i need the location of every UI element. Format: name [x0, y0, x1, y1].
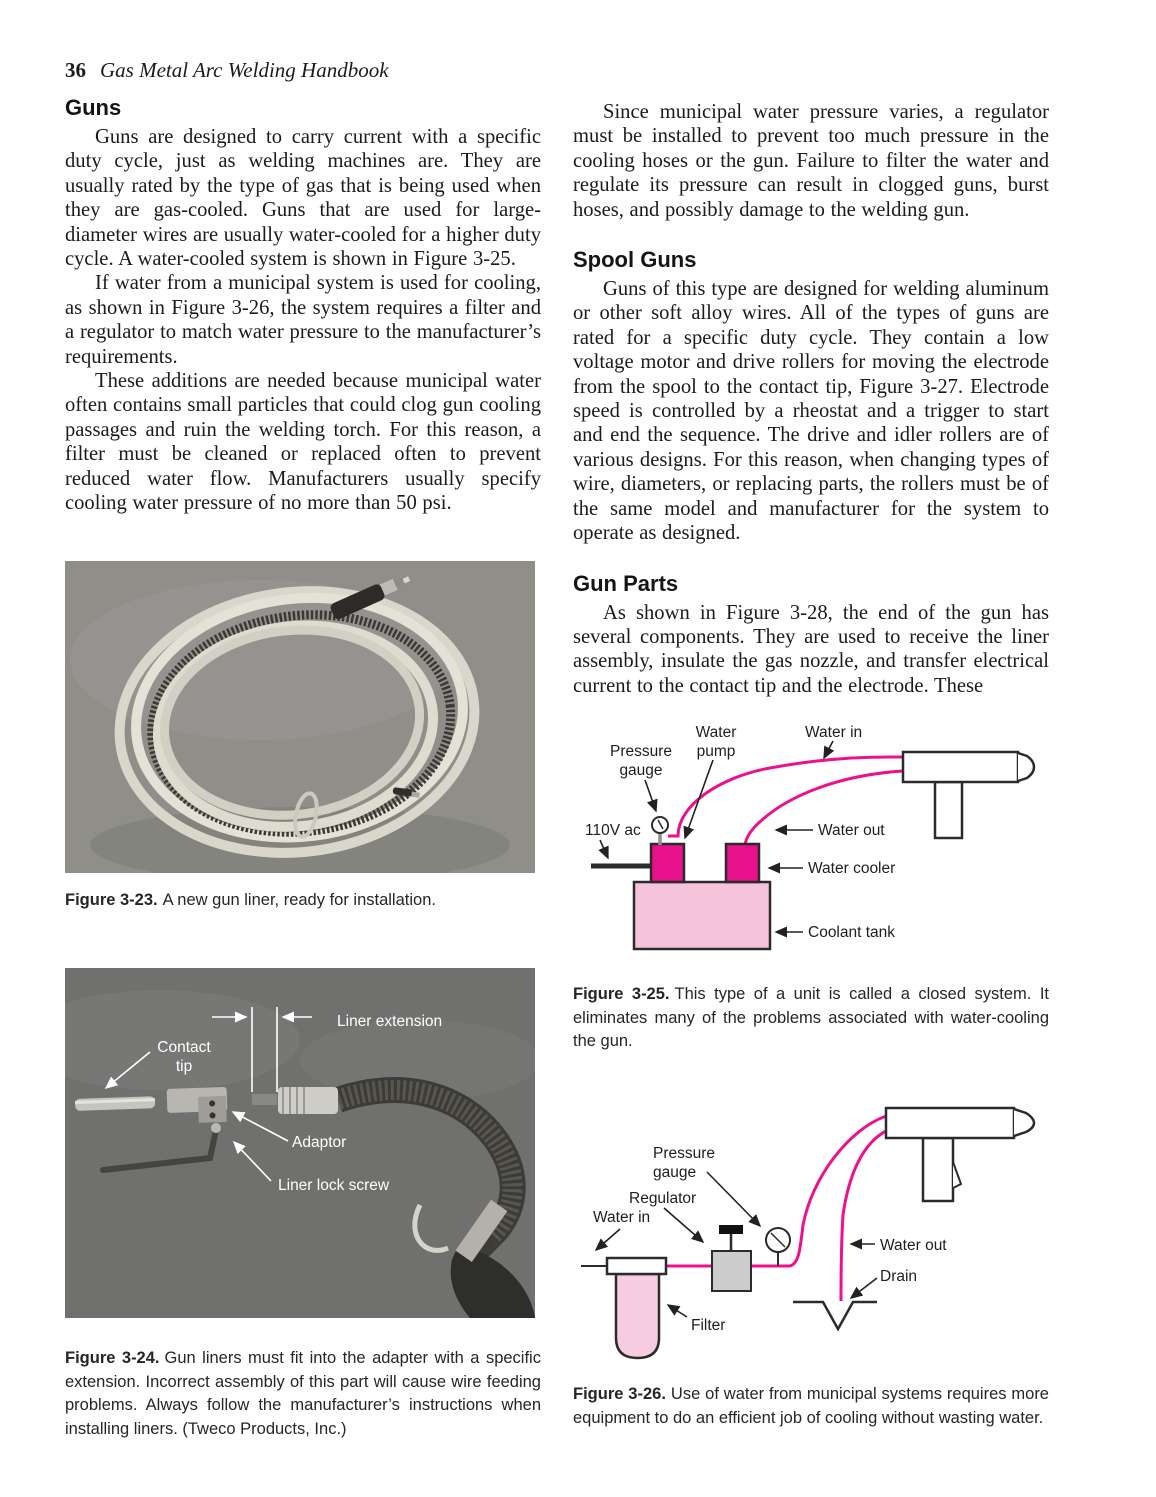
liner-thread-segment [252, 1094, 277, 1105]
running-head: 36 Gas Metal Arc Welding Handbook [65, 58, 665, 83]
gun-handle [921, 1136, 955, 1203]
drain [793, 1300, 877, 1332]
figure-3-24-caption-text: Gun liners must fit into the adapter wit… [65, 1349, 541, 1438]
gun-body [884, 1106, 1016, 1140]
welding-gun [901, 750, 1036, 840]
caption-figure-3-25: Figure 3-25.This type of a unit is calle… [573, 983, 1049, 1054]
label-water-in: Water in [593, 1209, 650, 1226]
paragraph-spool-guns: Guns of this type are designed for weldi… [573, 278, 1049, 545]
water-pump [649, 842, 686, 884]
paragraph-guns-1: Guns are designed to carry current with … [65, 126, 541, 271]
filter [605, 1256, 668, 1360]
label-contact-tip-line1: Contact [157, 1039, 211, 1056]
book-title: Gas Metal Arc Welding Handbook [100, 58, 389, 82]
label-adaptor: Adaptor [292, 1134, 346, 1151]
gun-trigger [952, 1161, 963, 1189]
ring-clamp [293, 791, 319, 839]
water-out-hose [839, 1129, 887, 1302]
gun-nozzle [1017, 751, 1036, 783]
label-pressure-gauge-1: Pressure [653, 1145, 715, 1162]
gun-handle-shadow [450, 1245, 535, 1318]
figure-3-23-caption-text: A new gun liner, ready for installation. [162, 891, 436, 909]
figure-3-23-label: Figure 3-23. [65, 891, 158, 909]
figure-3-26-caption-text: Use of water from municipal systems requ… [573, 1385, 1049, 1427]
leader-arrows [598, 740, 835, 938]
water-in-hose [668, 755, 904, 838]
label-water-out: Water out [818, 822, 885, 839]
adaptor-part [166, 1086, 228, 1123]
paragraph-water-pressure: Since municipal water pressure varies, a… [573, 101, 1049, 221]
threaded-connector [278, 1087, 338, 1114]
gun-body [901, 750, 1020, 784]
label-regulator: Regulator [629, 1190, 696, 1207]
heading-guns: Guns [65, 95, 122, 120]
figure-3-23-photo [65, 561, 535, 873]
figure-3-24-label: Figure 3-24. [65, 1349, 160, 1367]
page-number: 36 [65, 58, 86, 82]
label-water-pump-2: pump [697, 743, 736, 760]
label-water-out: Water out [880, 1237, 947, 1254]
label-110v-ac: 110V ac [585, 822, 641, 839]
caption-figure-3-26: Figure 3-26.Use of water from municipal … [573, 1383, 1049, 1430]
gun-liner-coil [114, 586, 480, 858]
wire-hook [412, 1203, 449, 1253]
coolant-tank [632, 880, 772, 951]
gooseneck-braid-texture [334, 1080, 523, 1245]
regulator [711, 1225, 752, 1292]
water-cooler [724, 842, 761, 884]
gun-handle [933, 780, 964, 840]
figure-3-25-caption-text: This type of a unit is called a closed s… [573, 985, 1049, 1050]
label-drain: Drain [880, 1268, 917, 1285]
dark-braided-liner-loop [147, 610, 456, 837]
dimension-lines [212, 1007, 312, 1092]
label-liner-extension: Liner extension [337, 1013, 442, 1030]
figure-3-24-photo: Liner extension Contact tip Adaptor Line… [65, 968, 535, 1318]
label-pressure-gauge-1: Pressure [610, 743, 672, 760]
liner-end-connector [330, 576, 411, 620]
figure-3-26-diagram: Pressure gauge Regulator Water in Water … [581, 1106, 1036, 1360]
label-pressure-gauge-2: gauge [619, 762, 662, 779]
heading-spool-guns: Spool Guns [573, 247, 697, 273]
metal-bracket [455, 1199, 508, 1262]
figure-3-26-label: Figure 3-26. [573, 1385, 666, 1403]
label-contact-tip-line2: tip [176, 1058, 192, 1075]
liner-tip [392, 787, 420, 798]
left-column: Guns Guns are designed to carry current … [65, 96, 541, 516]
water-in-hose [666, 1114, 887, 1268]
paragraph-guns-3: These additions are needed because munic… [65, 370, 541, 515]
water-out-hose [743, 769, 904, 846]
allen-key [100, 1123, 221, 1173]
pressure-gauge [765, 1227, 791, 1266]
label-water-pump-1: Water [696, 724, 737, 741]
photo-leader-arrows [104, 1051, 289, 1182]
caption-figure-3-23: Figure 3-23.A new gun liner, ready for i… [65, 889, 541, 913]
label-water-in: Water in [805, 724, 862, 741]
label-filter: Filter [691, 1317, 725, 1334]
photo-highlight-2 [300, 1020, 535, 1100]
figure-3-25-diagram: Pressure gauge Water pump Water in 110V … [585, 724, 1036, 951]
caption-figure-3-24: Figure 3-24.Gun liners must fit into the… [65, 1347, 541, 1441]
gun-nozzle [1013, 1107, 1036, 1138]
contact-tip-part [74, 1096, 156, 1111]
paragraph-guns-2: If water from a municipal system is used… [65, 272, 541, 368]
figure-3-25-label: Figure 3-25. [573, 985, 670, 1003]
heading-gun-parts: Gun Parts [573, 570, 679, 596]
right-column: Since municipal water pressure varies, a… [573, 100, 1049, 698]
label-pressure-gauge-2: gauge [653, 1164, 696, 1181]
welding-gun [884, 1106, 1036, 1203]
leader-arrows [594, 1171, 878, 1318]
label-liner-lock-screw: Liner lock screw [278, 1177, 390, 1194]
label-coolant-tank: Coolant tank [808, 924, 895, 941]
label-water-cooler: Water cooler [808, 860, 895, 877]
paragraph-gun-parts: As shown in Figure 3-28, the end of the … [573, 601, 1049, 697]
pressure-gauge [651, 816, 669, 845]
photo-background [65, 561, 535, 873]
